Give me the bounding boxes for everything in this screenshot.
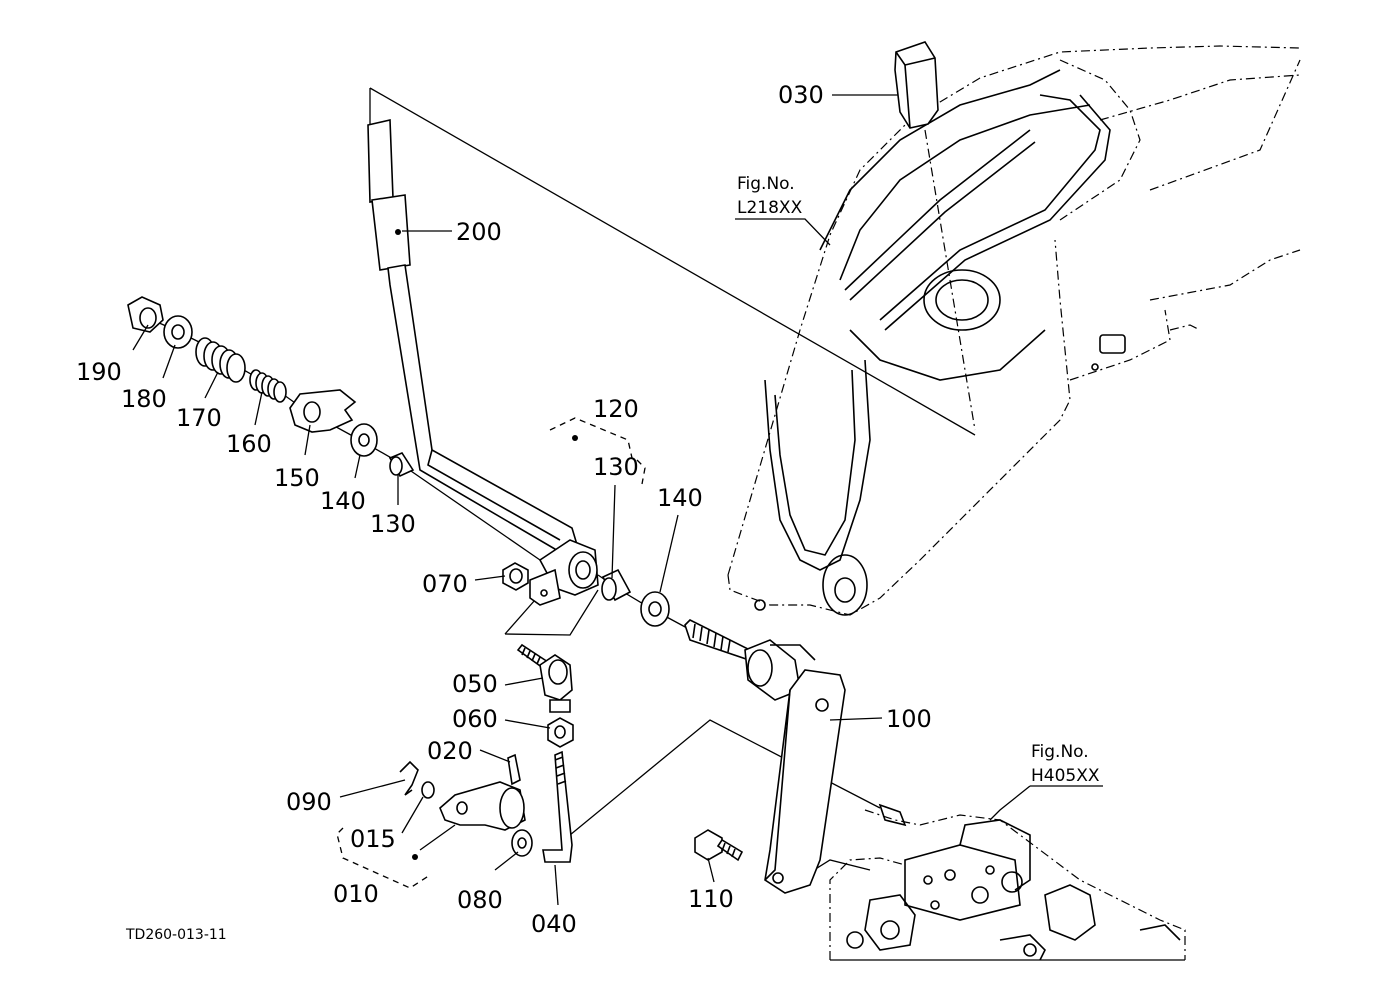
- part-010-assembly: [336, 753, 533, 889]
- part-050-ball-joint: [516, 643, 573, 713]
- callout-140-left: 140: [320, 487, 366, 515]
- fig-ref-1-line2: L218XX: [737, 198, 803, 218]
- part-060-nut: [547, 717, 574, 748]
- hydraulic-valve: [829, 803, 1186, 961]
- callout-190: 190: [76, 358, 122, 386]
- bracket-120: [549, 417, 646, 485]
- callout-160: 160: [226, 430, 272, 458]
- part-110-bolt: [694, 829, 744, 862]
- callout-200: 200: [456, 218, 502, 246]
- fig-ref-2-line2: H405XX: [1031, 766, 1100, 786]
- leader-lines: [132, 94, 1103, 906]
- fig-ref-2-line1: Fig.No.: [1031, 742, 1089, 762]
- callout-180: 180: [121, 385, 167, 413]
- part-070-nut: [502, 562, 529, 591]
- callout-070: 070: [422, 570, 468, 598]
- fender-housing: [727, 45, 1301, 616]
- callout-020: 020: [427, 737, 473, 765]
- callout-080: 080: [457, 886, 503, 914]
- callout-090: 090: [286, 788, 332, 816]
- callout-015: 015: [350, 825, 396, 853]
- part-100-arm: [764, 669, 846, 894]
- part-030-knob: [894, 41, 939, 129]
- callout-140-right: 140: [657, 484, 703, 512]
- callout-060: 060: [452, 705, 498, 733]
- callout-170: 170: [176, 404, 222, 432]
- callout-130-left: 130: [370, 510, 416, 538]
- callout-150: 150: [274, 464, 320, 492]
- callout-130-right: 130: [593, 453, 639, 481]
- callout-030: 030: [778, 81, 824, 109]
- fig-ref-1-line1: Fig.No.: [737, 174, 795, 194]
- callout-040: 040: [531, 910, 577, 938]
- left-shaft-stack: [127, 296, 541, 561]
- figure-reference-l218: Fig.No. L218XX: [737, 174, 803, 218]
- figure-reference-h405: Fig.No. H405XX: [1031, 742, 1100, 786]
- callout-050: 050: [452, 670, 498, 698]
- callout-120: 120: [593, 395, 639, 423]
- drawing-code: TD260-013-11: [125, 927, 227, 943]
- callout-110: 110: [688, 885, 734, 913]
- callout-100: 100: [886, 705, 932, 733]
- callout-labels: 030 200 190 180 170 160 150 140 130 120 …: [76, 81, 932, 938]
- callout-010: 010: [333, 880, 379, 908]
- part-200-lever: [367, 119, 599, 606]
- right-shaft-stack: [597, 568, 816, 701]
- part-040-rod: [542, 750, 573, 863]
